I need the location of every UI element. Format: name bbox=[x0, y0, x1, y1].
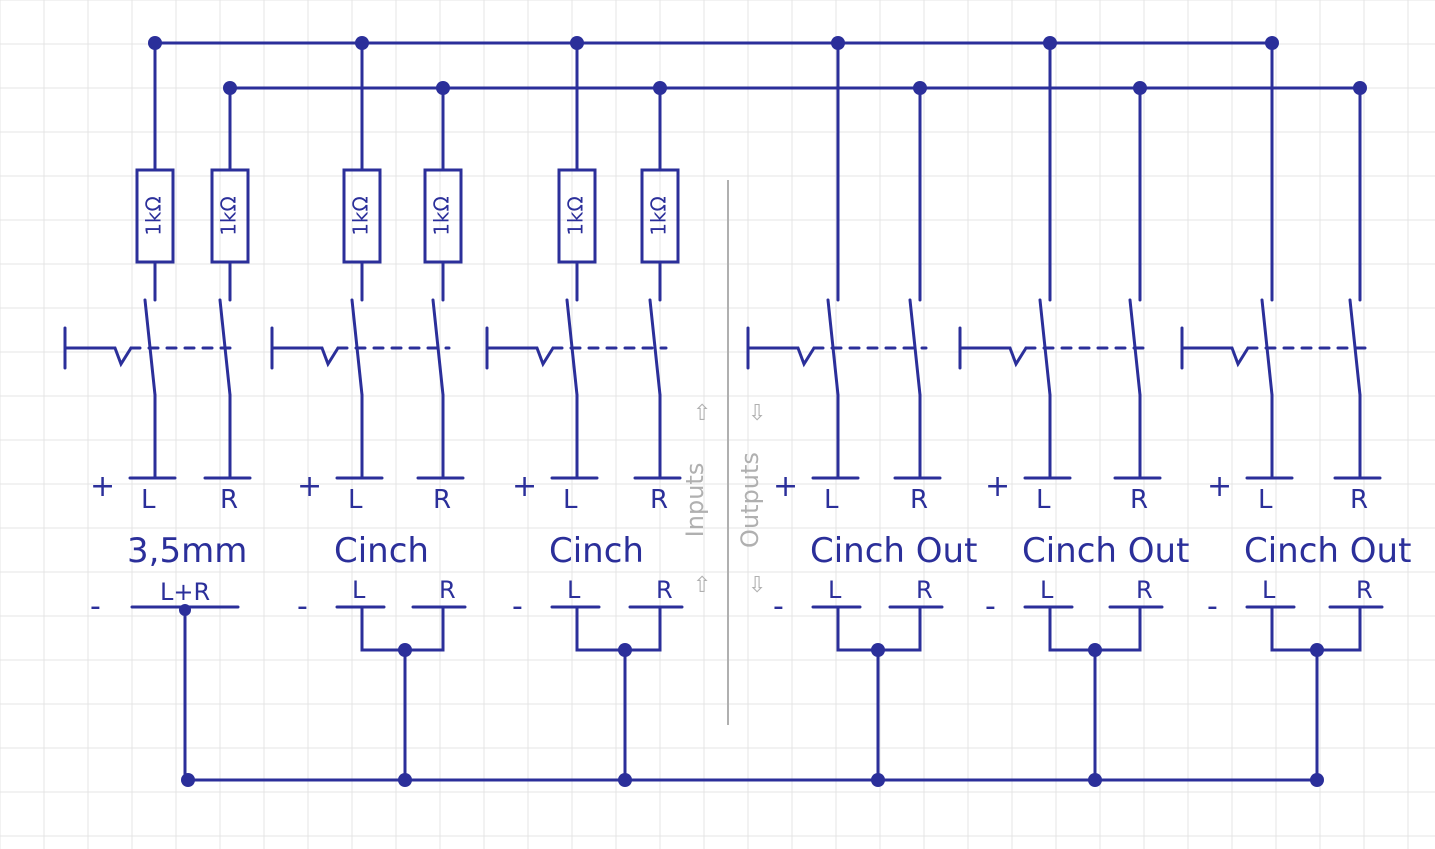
resistor-label: 1kΩ bbox=[217, 196, 241, 236]
label-bottom-right: R bbox=[1356, 576, 1373, 604]
resistor-label: 1kΩ bbox=[430, 196, 454, 236]
switch-actuator bbox=[63, 326, 133, 370]
channel-1: 1kΩ 1kΩ + L R 3,5mm- L+R bbox=[63, 36, 252, 787]
switch-contact bbox=[648, 298, 662, 397]
label-top-right: R bbox=[910, 485, 928, 515]
ground-joiner bbox=[575, 605, 662, 652]
inputs-label: Inputs bbox=[681, 463, 709, 538]
label-bottom-right: R bbox=[656, 576, 673, 604]
label-bottom-right: R bbox=[916, 576, 933, 604]
switch-actuator bbox=[485, 326, 555, 370]
minus-sign: - bbox=[512, 589, 523, 624]
junction-dot bbox=[1088, 773, 1102, 787]
junction-dot bbox=[618, 773, 632, 787]
connector-name: Cinch Out bbox=[1022, 531, 1189, 571]
inputs-arrow-top: ⇧ bbox=[693, 401, 711, 426]
inputs-arrow-bottom: ⇧ bbox=[693, 573, 711, 598]
channel-5: + L R Cinch Out- L R bbox=[958, 36, 1189, 787]
connector-name: Cinch Out bbox=[1244, 531, 1411, 571]
label-bottom-left: L+R bbox=[160, 578, 210, 606]
connector-name: Cinch bbox=[334, 531, 429, 571]
resistor-label: 1kΩ bbox=[349, 196, 373, 236]
connector-name: Cinch Out bbox=[810, 531, 977, 571]
minus-sign: - bbox=[297, 589, 308, 624]
switch-actuator bbox=[958, 326, 1028, 370]
label-bottom-left: L bbox=[352, 576, 366, 604]
label-bottom-left: L bbox=[828, 576, 842, 604]
switch-actuator bbox=[270, 326, 340, 370]
plus-sign: + bbox=[90, 469, 115, 504]
resistor-label: 1kΩ bbox=[142, 196, 166, 236]
label-top-right: R bbox=[433, 485, 451, 515]
junction-dot bbox=[181, 773, 195, 787]
label-bottom-left: L bbox=[1262, 576, 1276, 604]
outputs-arrow-top: ⇩ bbox=[748, 401, 766, 426]
connector-name: Cinch bbox=[549, 531, 644, 571]
junction-dot bbox=[398, 773, 412, 787]
plus-sign: + bbox=[1207, 469, 1232, 504]
label-bottom-right: R bbox=[1136, 576, 1153, 604]
minus-sign: - bbox=[773, 589, 784, 624]
channel-4: + L R Cinch Out- L R bbox=[746, 36, 977, 787]
label-bottom-left: L bbox=[567, 576, 581, 604]
label-top-left: L bbox=[563, 485, 578, 515]
label-top-right: R bbox=[1130, 485, 1148, 515]
label-top-right: R bbox=[1350, 485, 1368, 515]
label-top-right: R bbox=[220, 485, 238, 515]
junction-dot bbox=[1310, 773, 1324, 787]
label-top-left: L bbox=[1258, 485, 1273, 515]
plus-sign: + bbox=[297, 469, 322, 504]
outputs-label: Outputs bbox=[736, 452, 764, 548]
minus-sign: - bbox=[1207, 589, 1218, 624]
label-top-left: L bbox=[824, 485, 839, 515]
label-top-right: R bbox=[650, 485, 668, 515]
minus-sign: - bbox=[985, 589, 996, 624]
label-bottom-left: L bbox=[1040, 576, 1054, 604]
plus-sign: + bbox=[985, 469, 1010, 504]
minus-sign: - bbox=[90, 589, 101, 624]
switch-contact bbox=[908, 298, 922, 397]
resistor-label: 1kΩ bbox=[564, 196, 588, 236]
connector-name: 3,5mm bbox=[127, 531, 247, 571]
plus-sign: + bbox=[773, 469, 798, 504]
outputs-arrow-bottom: ⇩ bbox=[748, 573, 766, 598]
junction-dot bbox=[871, 773, 885, 787]
label-top-left: L bbox=[1036, 485, 1051, 515]
label-bottom-right: R bbox=[439, 576, 456, 604]
resistor-label: 1kΩ bbox=[647, 196, 671, 236]
label-top-left: L bbox=[141, 485, 156, 515]
label-top-left: L bbox=[348, 485, 363, 515]
channel-6: + L R Cinch Out- L R bbox=[1180, 36, 1411, 787]
switch-actuator bbox=[1180, 326, 1250, 370]
plus-sign: + bbox=[512, 469, 537, 504]
switch-actuator bbox=[746, 326, 816, 370]
